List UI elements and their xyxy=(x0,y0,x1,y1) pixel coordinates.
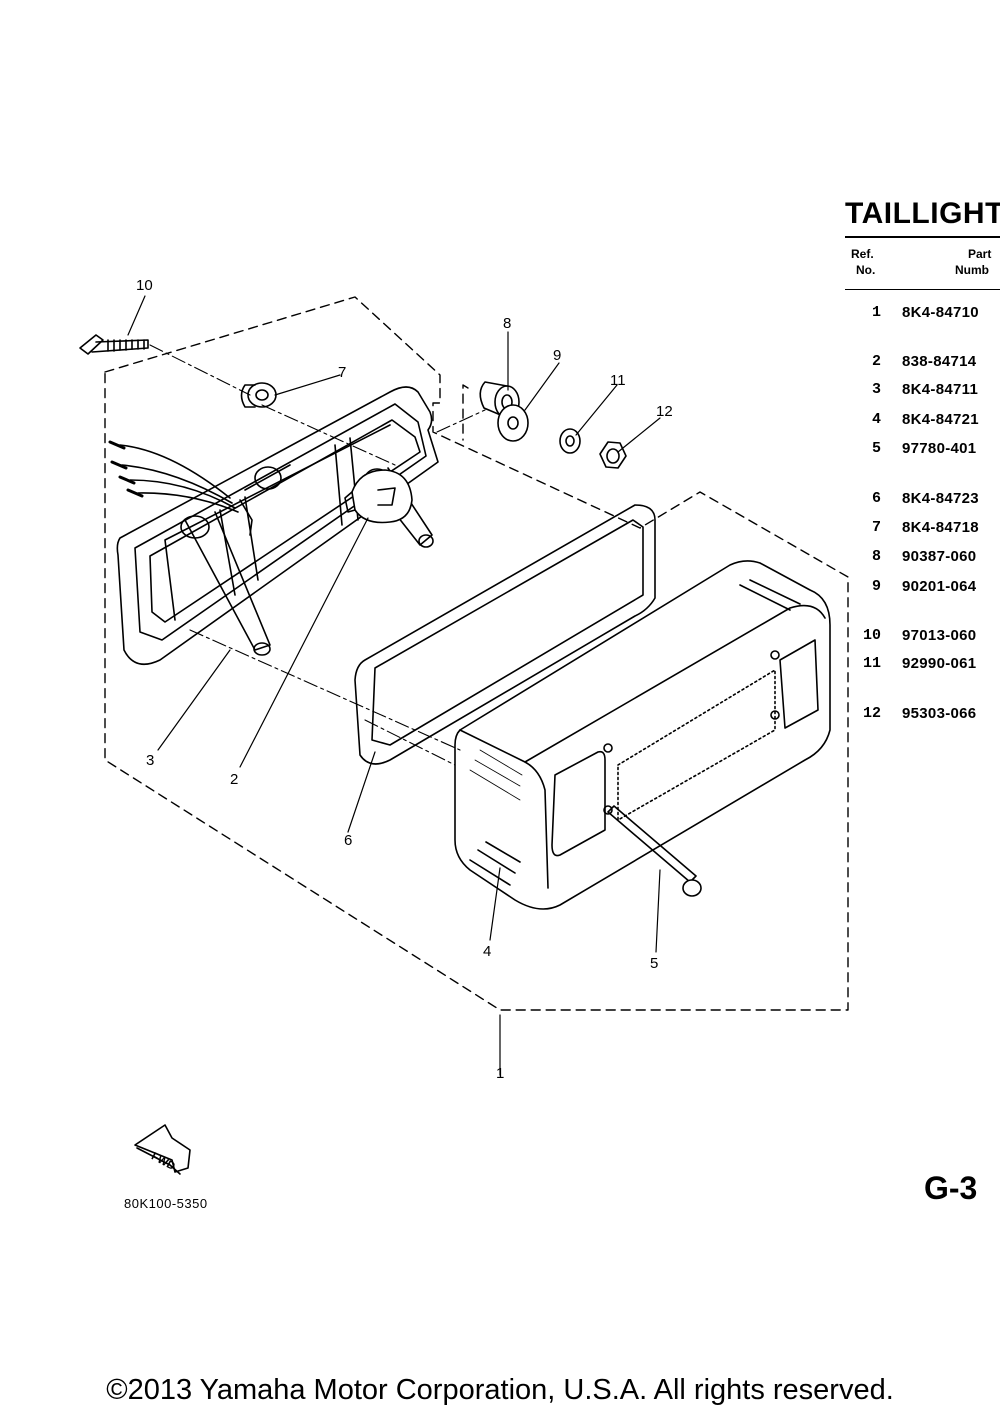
callout-10: 10 xyxy=(136,277,153,294)
gasket-part xyxy=(354,504,656,765)
callout-6: 6 xyxy=(344,832,352,849)
callout-1: 1 xyxy=(496,1065,504,1082)
row-6-ref: 6 xyxy=(871,490,881,507)
row-1-ref: 1 xyxy=(871,304,881,321)
washer-part-9 xyxy=(497,404,529,442)
row-1-part: 8K4-84710 xyxy=(902,304,979,321)
screw-part-10 xyxy=(79,334,149,355)
screw-part-5 xyxy=(607,805,702,897)
callout-5: 5 xyxy=(650,955,658,972)
housing-part xyxy=(108,386,439,666)
row-12-part: 95303-066 xyxy=(902,705,977,722)
row-11-ref: 11 xyxy=(862,655,881,672)
section-title: TAILLIGHT xyxy=(845,197,1000,230)
assembly-boundary xyxy=(104,296,849,1011)
callout-3: 3 xyxy=(146,752,154,769)
header-rule xyxy=(845,289,1000,290)
ref-header-line2: No. xyxy=(856,263,876,277)
row-7-part: 8K4-84718 xyxy=(902,519,979,536)
row-8-ref: 8 xyxy=(871,548,881,565)
callout-7: 7 xyxy=(338,364,346,381)
nut-part-12 xyxy=(599,441,627,469)
row-6-part: 8K4-84723 xyxy=(902,490,979,507)
title-rule xyxy=(845,236,1000,238)
row-12-ref: 12 xyxy=(862,705,881,722)
page-code: G-3 xyxy=(924,1170,978,1206)
part-header-line1: Part xyxy=(968,247,992,261)
row-9-ref: 9 xyxy=(871,578,881,595)
hardware-bracket xyxy=(462,384,469,441)
callout-2: 2 xyxy=(230,771,238,788)
callout-11: 11 xyxy=(610,372,626,389)
row-2-part: 838-84714 xyxy=(902,353,977,370)
row-10-ref: 10 xyxy=(862,627,881,644)
callout-4: 4 xyxy=(483,943,491,960)
row-9-part: 90201-064 xyxy=(902,578,977,595)
callout-12: 12 xyxy=(656,403,673,420)
row-4-ref: 4 xyxy=(871,411,881,428)
row-7-ref: 7 xyxy=(871,519,881,536)
row-11-part: 92990-061 xyxy=(902,655,977,672)
row-8-part: 90387-060 xyxy=(902,548,977,565)
grommet-part xyxy=(240,382,277,408)
callout-8: 8 xyxy=(503,315,511,332)
row-5-part: 97780-401 xyxy=(902,440,977,457)
row-3-part: 8K4-84711 xyxy=(902,381,979,398)
fwd-arrow-icon xyxy=(134,1124,191,1175)
callout-9: 9 xyxy=(553,347,561,364)
lens-part xyxy=(454,560,831,910)
row-3-ref: 3 xyxy=(871,381,881,398)
row-4-part: 8K4-84721 xyxy=(902,411,979,428)
row-10-part: 97013-060 xyxy=(902,627,977,644)
ref-header-line1: Ref. xyxy=(851,247,874,261)
drawing-number: 80K100-5350 xyxy=(124,1196,208,1211)
lock-washer-part-11 xyxy=(559,428,581,454)
part-header-line2: Numb xyxy=(955,263,989,277)
copyright-notice: ©2013 Yamaha Motor Corporation, U.S.A. A… xyxy=(106,1374,894,1406)
bulb-part xyxy=(344,469,413,524)
row-5-ref: 5 xyxy=(871,440,881,457)
row-2-ref: 2 xyxy=(871,353,881,370)
